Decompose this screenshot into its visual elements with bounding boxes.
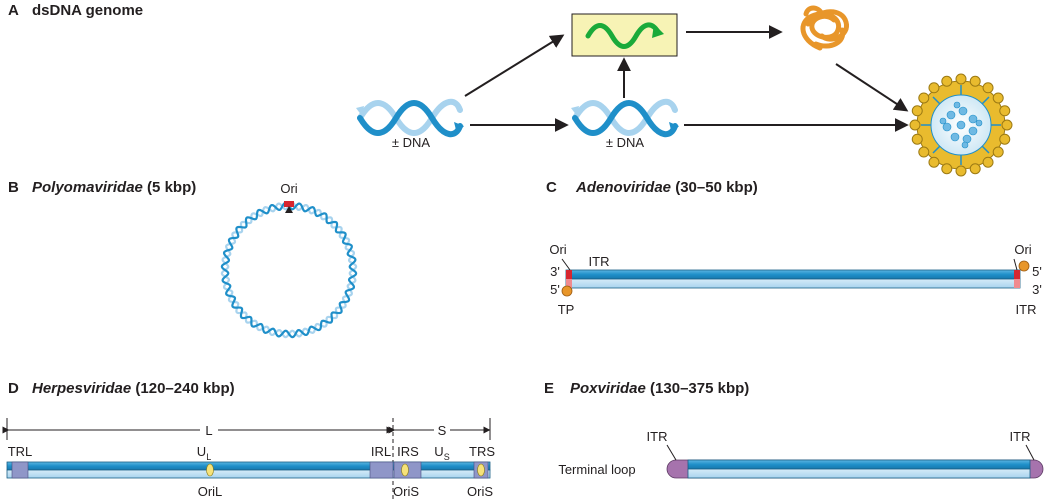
pox-itr-right-leader — [1025, 444, 1035, 461]
panel-c-title: Adenoviridae (30–50 kbp) — [575, 179, 758, 196]
panel-c-size: (30–50 kbp) — [671, 179, 758, 196]
adeno-five-prime-right: 5' — [1032, 264, 1042, 279]
circular-genome — [220, 201, 358, 339]
virion-icon — [909, 73, 1013, 177]
panel-d-title: Herpesviridae (120–240 kbp) — [32, 380, 235, 397]
panel-c: C Adenoviridae (30–50 kbp) Ori ITR 3' 5'… — [546, 179, 1042, 317]
arrow-protein-to-virion — [835, 63, 909, 112]
herpes-genome-bar — [6, 461, 491, 479]
panel-e-title: Poxviridae (130–375 kbp) — [570, 380, 749, 397]
panel-b-letter: B — [8, 179, 19, 196]
adeno-three-prime-left: 3' — [550, 264, 560, 279]
pox-itr-left-leader — [666, 444, 677, 461]
herpes-IRL-label: IRL — [371, 444, 391, 459]
herpes-UL-label: UL — [197, 444, 211, 462]
dna-helix-icon-2 — [571, 98, 679, 138]
pox-strand-top — [687, 459, 1031, 470]
herpes-UL-sub: L — [206, 452, 211, 462]
adeno-ori-right — [1014, 270, 1020, 279]
polyoma-ori-label: Ori — [280, 181, 297, 196]
herpes-oriS-label-2: OriS — [467, 484, 493, 499]
adeno-five-prime-left: 5' — [550, 282, 560, 297]
panel-e-letter: E — [544, 380, 554, 397]
herpes-TRS-label: TRS — [469, 444, 495, 459]
panel-c-family: Adenoviridae — [575, 179, 671, 196]
herpes-IRL-region — [369, 461, 394, 479]
herpes-oriL-marker — [206, 463, 214, 477]
adeno-ori-right-label: Ori — [1014, 242, 1031, 257]
panel-d-letter: D — [8, 380, 19, 397]
panel-a: A dsDNA genome ± DNA ± DNA — [8, 2, 1013, 177]
terminal-protein-right — [1018, 260, 1030, 272]
pox-strand-bottom — [687, 468, 1031, 479]
panel-e-size: (130–375 kbp) — [646, 380, 749, 397]
herpes-L-label: L — [205, 423, 212, 438]
adeno-itr-right-label: ITR — [1016, 302, 1037, 317]
dna-helix-icon-1 — [356, 98, 464, 138]
herpes-oriS-marker-1 — [401, 463, 409, 477]
polyoma-ori-marker — [284, 201, 294, 207]
terminal-protein-left — [561, 285, 573, 297]
adeno-tp-label: TP — [558, 302, 575, 317]
adeno-strand-top — [565, 269, 1021, 280]
pox-terminal-loop-label: Terminal loop — [558, 462, 635, 477]
pox-itr-left-label: ITR — [647, 429, 668, 444]
flow-arrows — [464, 25, 909, 132]
panel-e: E Poxviridae (130–375 kbp) ITR ITR Termi… — [544, 380, 1044, 479]
herpes-oriS-marker-2 — [477, 463, 485, 477]
adeno-ori-left — [566, 270, 572, 279]
panel-b-title: Polyomaviridae (5 kbp) — [32, 179, 196, 196]
herpes-IRS-label: IRS — [397, 444, 419, 459]
herpes-TRL-region — [11, 461, 29, 479]
panel-e-family: Poxviridae — [570, 380, 646, 397]
panel-a-letter: A — [8, 2, 19, 19]
dna-label-2: ± DNA — [606, 135, 645, 150]
panel-d: D Herpesviridae (120–240 kbp) L S TRL UL… — [2, 380, 495, 500]
adeno-ori-left-label: Ori — [549, 242, 566, 257]
herpes-oriS-label-1: OriS — [393, 484, 419, 499]
dna-label-1: ± DNA — [392, 135, 431, 150]
herpes-US-label: US — [434, 444, 449, 462]
adeno-itr-left-label: ITR — [589, 254, 610, 269]
herpes-US-main: U — [434, 444, 443, 459]
adeno-itr-right — [1014, 279, 1020, 288]
panel-c-letter: C — [546, 179, 557, 196]
polyoma-ori-arrowhead — [285, 206, 293, 213]
arrow-dna-to-mrna — [464, 34, 565, 97]
protein-icon — [800, 5, 849, 51]
panel-b-size: (5 kbp) — [143, 179, 196, 196]
panel-a-title: dsDNA genome — [32, 2, 143, 19]
adeno-ori-left-leader — [561, 258, 571, 271]
adeno-itr-left — [566, 279, 572, 288]
panel-b: B Polyomaviridae (5 kbp) Ori — [8, 179, 358, 339]
herpes-US-sub: S — [444, 452, 450, 462]
pox-itr-right-label: ITR — [1010, 429, 1031, 444]
panel-d-size: (120–240 kbp) — [131, 380, 234, 397]
adeno-ori-right-leader — [1013, 258, 1018, 271]
adeno-strand-bottom — [565, 278, 1021, 289]
herpes-S-label: S — [438, 423, 447, 438]
herpes-segment-brackets — [2, 418, 491, 500]
adeno-three-prime-right: 3' — [1032, 282, 1042, 297]
herpes-oriL-label: OriL — [198, 484, 223, 499]
pox-genome-bar — [666, 459, 1044, 479]
herpes-TRL-label: TRL — [8, 444, 33, 459]
panel-d-family: Herpesviridae — [32, 380, 131, 397]
panel-b-family: Polyomaviridae — [32, 179, 143, 196]
mrna-box — [571, 13, 678, 57]
herpes-UL-main: U — [197, 444, 206, 459]
